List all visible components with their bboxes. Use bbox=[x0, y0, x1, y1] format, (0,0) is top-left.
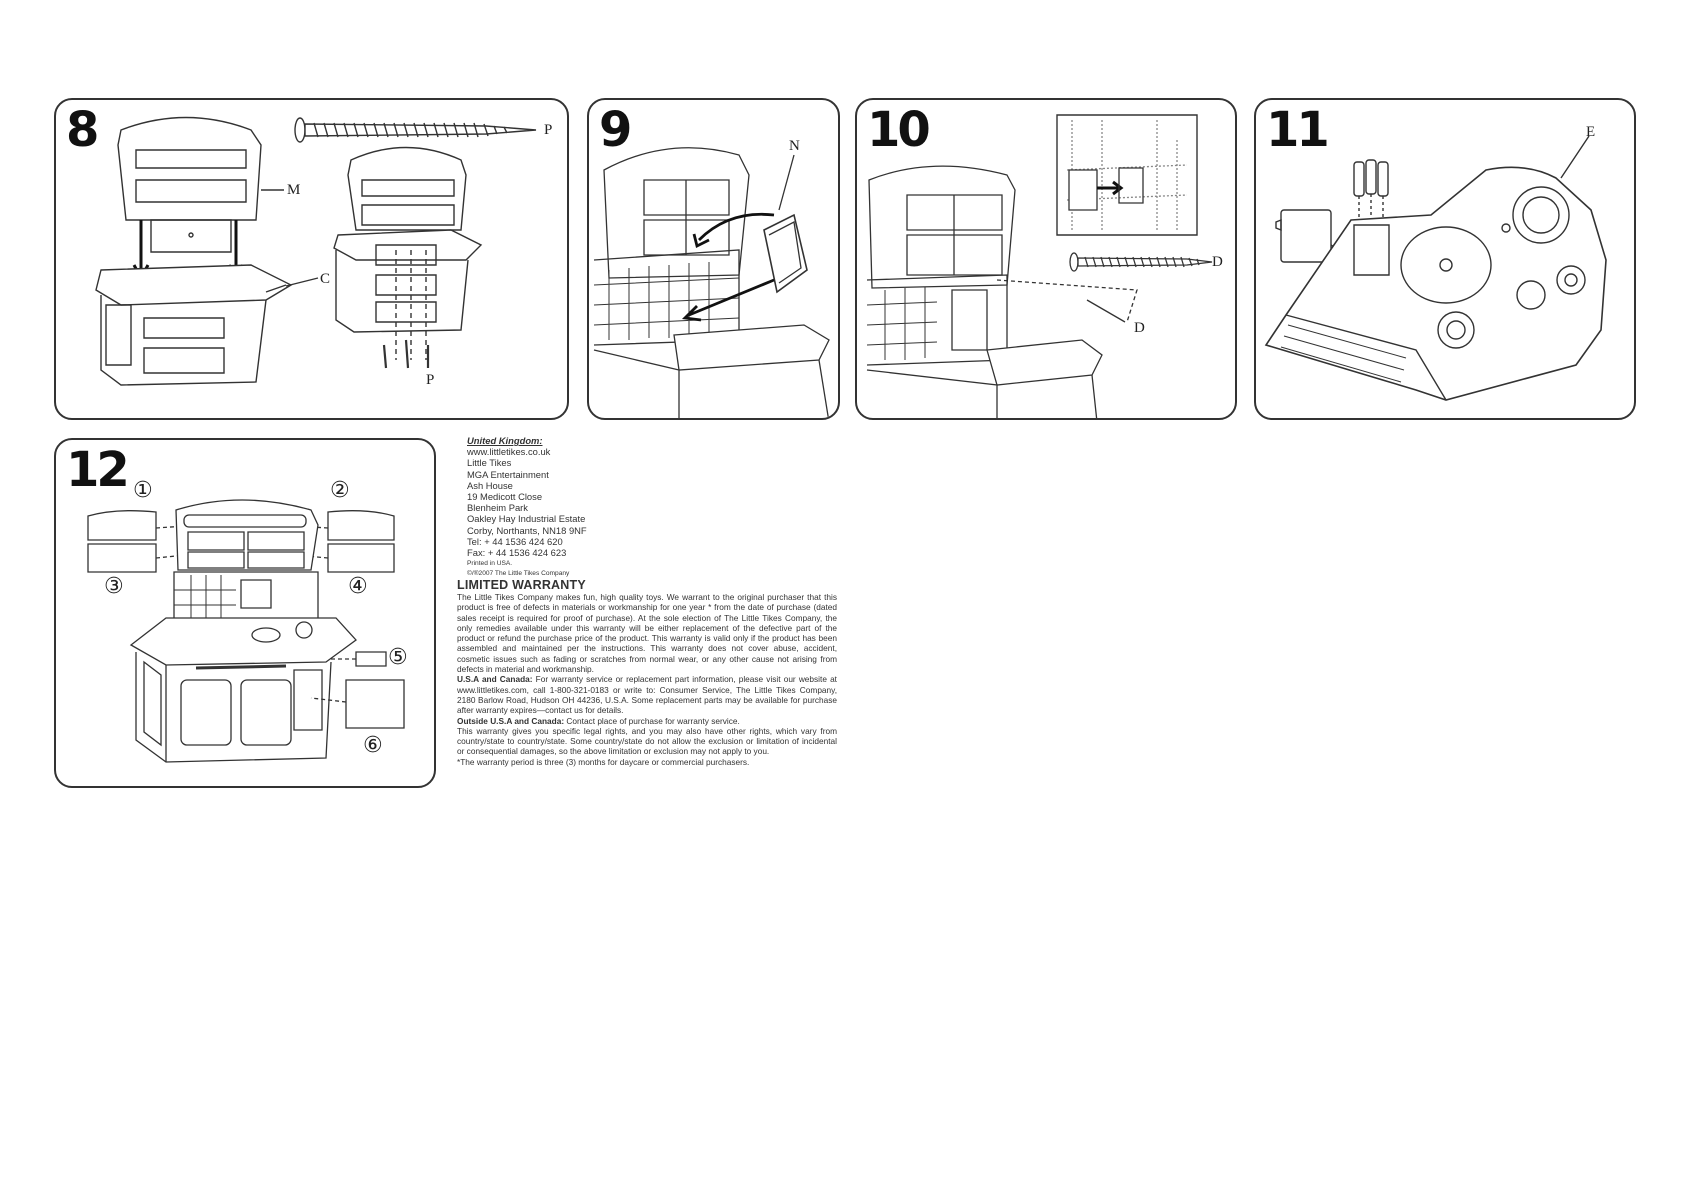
step-10-number: 10 bbox=[867, 102, 931, 158]
base-cabinet-c-drawing bbox=[96, 265, 291, 385]
step-12-callout-4: ④ bbox=[348, 574, 368, 599]
warranty-outside-text: Contact place of purchase for warranty s… bbox=[564, 715, 740, 726]
uk-contact-heading: United Kingdom: bbox=[467, 435, 543, 446]
sticker-3-drawing bbox=[88, 544, 156, 572]
step-9-panel: 9 N bbox=[587, 98, 840, 420]
screw-p-drawing bbox=[295, 118, 536, 142]
sticker-4-drawing bbox=[328, 544, 394, 572]
step-8-illustration bbox=[56, 100, 569, 420]
step-12-number: 12 bbox=[66, 442, 130, 498]
sticker-2-drawing bbox=[328, 511, 394, 540]
uk-contact-fax: Fax: + 44 1536 424 623 bbox=[467, 547, 567, 559]
step-12-callout-2: ② bbox=[330, 478, 350, 503]
uk-contact-line: Ash House bbox=[467, 479, 513, 491]
step-11-illustration bbox=[1256, 100, 1636, 420]
uk-contact-line: Corby, Northants, NN18 9NF bbox=[467, 524, 587, 536]
step-12-callout-6: ⑥ bbox=[363, 733, 383, 758]
warranty-footnote: *The warranty period is three (3) months… bbox=[457, 756, 750, 767]
hutch-m-drawing bbox=[118, 118, 261, 253]
step-8-number: 8 bbox=[66, 102, 99, 158]
step-11-number: 11 bbox=[1266, 102, 1330, 158]
step-10-callout-d-holes: D bbox=[1134, 320, 1145, 336]
step-12-callout-3: ③ bbox=[104, 574, 124, 599]
assembled-kitchen-drawing bbox=[131, 500, 356, 762]
sticker-1-drawing bbox=[88, 511, 156, 540]
printed-in-note: Printed in USA. bbox=[467, 560, 513, 568]
step-8-callout-p-bottom: P bbox=[426, 372, 435, 388]
step-12-illustration bbox=[56, 440, 436, 788]
uk-contact-line: MGA Entertainment bbox=[467, 468, 549, 480]
uk-contact-line: Blenheim Park bbox=[467, 502, 528, 514]
step-8-callout-c: C bbox=[320, 271, 331, 287]
sticker-5-drawing bbox=[356, 652, 386, 666]
uk-contact-line: Oakley Hay Industrial Estate bbox=[467, 513, 586, 525]
warranty-outside-label: Outside U.S.A and Canada: bbox=[457, 715, 565, 726]
uk-contact-line: 19 Medicott Close bbox=[467, 491, 543, 503]
step-8-callout-p-top: P bbox=[544, 122, 553, 138]
warranty-paragraph-main: The Little Tikes Company makes fun, high… bbox=[457, 592, 837, 675]
step-11-panel: 11 bbox=[1254, 98, 1636, 420]
step-10-panel: 10 D D bbox=[855, 98, 1237, 420]
copyright-note: ©/®2007 The Little Tikes Company bbox=[467, 569, 570, 577]
stovetop-e-drawing bbox=[1266, 167, 1606, 400]
warranty-usa-text: For warranty service or replacement part… bbox=[457, 674, 837, 716]
warranty-paragraph-outside: Outside U.S.A and Canada: Contact place … bbox=[457, 716, 837, 726]
warranty-paragraph-usa: U.S.A and Canada: For warranty service o… bbox=[457, 674, 837, 715]
step-10-callout-d-screw: D bbox=[1212, 254, 1223, 270]
step-10-illustration bbox=[857, 100, 1237, 420]
warranty-paragraph-rights: This warranty gives you specific legal r… bbox=[457, 725, 837, 757]
step-8-callout-m: M bbox=[287, 182, 301, 198]
step-9-callout-n: N bbox=[789, 138, 800, 154]
sticker-6-drawing bbox=[346, 680, 404, 728]
uk-contact-website[interactable]: www.littletikes.co.uk bbox=[467, 446, 551, 458]
step-8-panel: 8 bbox=[54, 98, 569, 420]
step-12-callout-5: ⑤ bbox=[388, 645, 408, 670]
limited-warranty-section: LIMITED WARRANTY The Little Tikes Compan… bbox=[457, 578, 837, 767]
panel-n-drawing bbox=[764, 215, 807, 292]
screw-d-drawing bbox=[1070, 253, 1212, 271]
step-11-callout-e: E bbox=[1586, 124, 1596, 140]
warranty-title: LIMITED WARRANTY bbox=[457, 578, 586, 592]
uk-contact-phone: Tel: + 44 1536 424 620 bbox=[467, 535, 563, 547]
detail-inset-drawing bbox=[1057, 115, 1197, 235]
uk-contact-block: United Kingdom: www.littletikes.co.uk Li… bbox=[467, 435, 697, 577]
uk-contact-line: Little Tikes bbox=[467, 457, 512, 469]
warranty-usa-label: U.S.A and Canada: bbox=[457, 674, 533, 685]
battery-cover-drawing bbox=[1276, 210, 1351, 262]
assembled-unit-drawing bbox=[334, 148, 481, 369]
step-12-panel: 12 bbox=[54, 438, 436, 788]
step-12-callout-1: ① bbox=[133, 478, 153, 503]
step-9-illustration bbox=[589, 100, 840, 420]
step-9-number: 9 bbox=[599, 102, 632, 158]
